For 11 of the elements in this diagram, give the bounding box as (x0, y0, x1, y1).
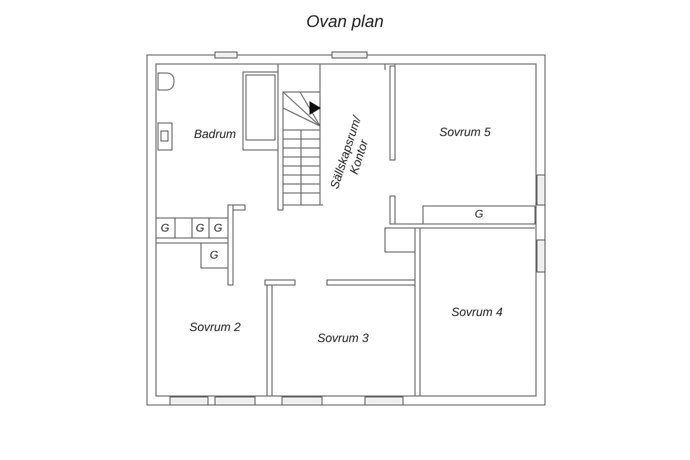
room-label: Sovrum 3 (317, 332, 369, 346)
room-label: Badrum (194, 128, 236, 142)
closet-label: G (210, 250, 218, 262)
plan-title: Ovan plan (306, 12, 384, 32)
closet-label: G (196, 222, 204, 236)
room-label: Sovrum 4 (451, 306, 503, 320)
closet-label: G (474, 208, 484, 222)
closet-label: G (160, 222, 170, 236)
closet-label: G (214, 222, 222, 236)
room-label: Sovrum 2 (189, 321, 241, 335)
room-label: Sovrum 5 (439, 126, 491, 140)
